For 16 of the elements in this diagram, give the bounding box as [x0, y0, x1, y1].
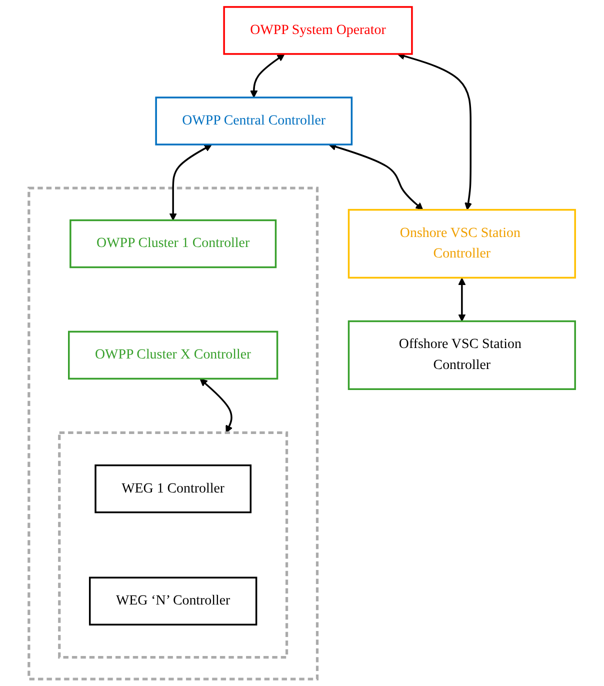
cluster [58, 431, 288, 659]
arrow [169, 144, 212, 221]
cluster [28, 186, 319, 680]
node-box: OWPP System Operator [223, 6, 413, 55]
node-box: WEG 1 Controller [94, 464, 252, 514]
arrow [250, 54, 285, 98]
arrow [328, 143, 424, 210]
node-box: OWPP Cluster 1 Controller [70, 219, 277, 268]
arrow [458, 278, 466, 322]
node-box: Offshore VSC Station Controller [348, 320, 576, 390]
arrow [200, 378, 233, 434]
node-box: Onshore VSC Station Controller [348, 208, 576, 279]
arrow [397, 52, 472, 210]
node-box: WEG ‘N’ Controller [88, 576, 258, 626]
node-box: OWPP Central Controller [155, 96, 353, 146]
node-box: OWPP Cluster X Controller [68, 330, 278, 380]
